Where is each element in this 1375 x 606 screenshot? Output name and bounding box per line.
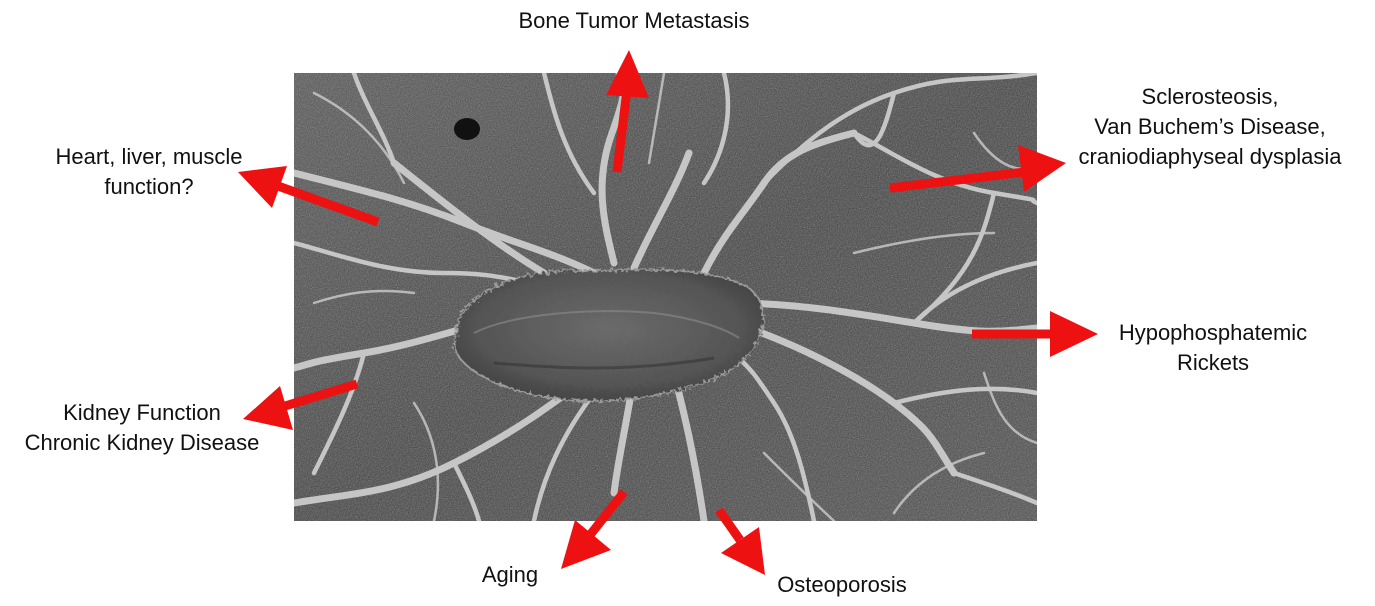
label-osteoporosis-text: Osteoporosis xyxy=(742,570,942,600)
label-aging: Aging xyxy=(460,560,560,590)
label-kidney-function: Kidney Function Chronic Kidney Disease xyxy=(4,398,280,458)
label-heart-line2: function? xyxy=(24,172,274,202)
pore xyxy=(454,118,480,140)
label-hypophosphatemic-rickets: Hypophosphatemic Rickets xyxy=(1093,318,1333,378)
label-sclerosteosis-line2: Van Buchem’s Disease, xyxy=(1060,112,1360,142)
label-rickets-line1: Hypophosphatemic xyxy=(1093,318,1333,348)
label-osteoporosis: Osteoporosis xyxy=(742,570,942,600)
label-sclerosteosis-line3: craniodiaphyseal dysplasia xyxy=(1060,142,1360,172)
label-kidney-line2: Chronic Kidney Disease xyxy=(4,428,280,458)
label-bone-tumor-metastasis: Bone Tumor Metastasis xyxy=(496,6,772,36)
label-bone-tumor-text: Bone Tumor Metastasis xyxy=(496,6,772,36)
label-heart-liver-muscle: Heart, liver, muscle function? xyxy=(24,142,274,202)
label-sclerosteosis-line1: Sclerosteosis, xyxy=(1060,82,1360,112)
label-rickets-line2: Rickets xyxy=(1093,348,1333,378)
label-aging-text: Aging xyxy=(460,560,560,590)
label-kidney-line1: Kidney Function xyxy=(4,398,280,428)
micrograph-image xyxy=(294,73,1037,521)
osteocyte-micrograph xyxy=(294,73,1037,521)
label-heart-line1: Heart, liver, muscle xyxy=(24,142,274,172)
label-sclerosteosis: Sclerosteosis, Van Buchem’s Disease, cra… xyxy=(1060,82,1360,172)
